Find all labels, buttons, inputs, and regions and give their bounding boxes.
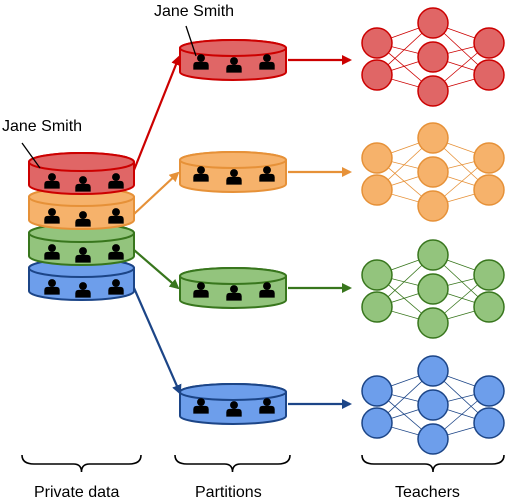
network-node (417, 239, 449, 271)
partition-red (179, 39, 287, 81)
brace-private-data (21, 454, 142, 473)
person-icon (259, 398, 275, 414)
person-icon (75, 247, 91, 263)
partitions-label: Partitions (195, 484, 262, 501)
arrow-to-partition-green (133, 249, 180, 290)
person-icon (193, 166, 209, 182)
network-node (361, 407, 393, 439)
network-node (473, 291, 505, 323)
person-icon (259, 54, 275, 70)
person-icon (226, 169, 242, 185)
person-icon (226, 57, 242, 73)
person-icon (226, 285, 242, 301)
teacher-network-blue (361, 355, 505, 455)
network-node (473, 407, 505, 439)
network-node (473, 59, 505, 91)
network-node (361, 375, 393, 407)
person-icon (226, 401, 242, 417)
brace-teachers (361, 454, 505, 473)
network-node (417, 273, 449, 305)
private-layer-red (28, 152, 135, 195)
person-icon (108, 208, 124, 224)
arrow-to-partition-orange (133, 171, 180, 215)
section-braces (21, 454, 505, 473)
network-node (361, 174, 393, 206)
partition-green (179, 267, 287, 309)
private-data-label: Private data (34, 484, 119, 501)
network-node (361, 259, 393, 291)
network-node (473, 259, 505, 291)
person-icon (44, 208, 60, 224)
person-icon (75, 282, 91, 298)
partition-arrows (132, 55, 352, 409)
teachers-label: Teachers (395, 484, 460, 501)
jane-smith-label-top: Jane Smith (154, 3, 234, 20)
person-icon (75, 211, 91, 227)
network-node (417, 307, 449, 339)
teacher-network-green (361, 239, 505, 339)
network-node (417, 41, 449, 73)
network-node (473, 27, 505, 59)
partitions (179, 39, 287, 425)
jane-smith-label-left: Jane Smith (2, 118, 82, 135)
network-node (361, 59, 393, 91)
person-icon (108, 279, 124, 295)
private-data-stack (28, 152, 135, 301)
person-icon (108, 173, 124, 189)
network-node (361, 291, 393, 323)
person-icon (193, 282, 209, 298)
jane-left-pointer (21, 142, 41, 169)
person-icon (193, 54, 209, 70)
teacher-network-red (361, 7, 505, 107)
network-node (417, 75, 449, 107)
partition-blue (179, 383, 287, 425)
person-icon (44, 279, 60, 295)
network-node (417, 122, 449, 154)
person-icon (75, 176, 91, 192)
arrow-to-partition-red (132, 55, 181, 171)
network-node (473, 142, 505, 174)
network-node (361, 142, 393, 174)
network-node (417, 423, 449, 455)
network-node (417, 190, 449, 222)
network-node (473, 174, 505, 206)
teacher-network-orange (361, 122, 505, 222)
partition-orange (179, 151, 287, 193)
arrow-to-partition-blue (132, 287, 182, 395)
network-node (361, 27, 393, 59)
brace-partitions (174, 454, 291, 473)
person-icon (193, 398, 209, 414)
network-node (473, 375, 505, 407)
person-icon (44, 173, 60, 189)
teacher-networks (361, 7, 505, 455)
network-node (417, 355, 449, 387)
person-icon (44, 244, 60, 260)
private-layer-green (28, 223, 135, 266)
jane-top-pointer (185, 25, 197, 57)
network-node (417, 7, 449, 39)
person-icon (259, 166, 275, 182)
network-node (417, 156, 449, 188)
network-node (417, 389, 449, 421)
person-icon (108, 244, 124, 260)
person-icon (259, 282, 275, 298)
